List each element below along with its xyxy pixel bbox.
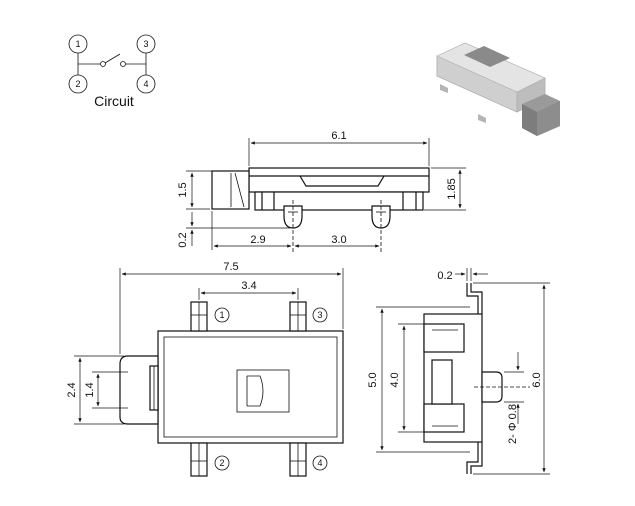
circuit-symbol: 1 2 3 4 Circuit [68, 34, 156, 109]
dim-end-thickness: 0.2 [437, 270, 452, 282]
dim-top-pin-pitch: 3.4 [241, 280, 256, 292]
dim-side-width: 6.1 [331, 130, 346, 142]
top-pin-2-label: 2 [219, 458, 224, 468]
product-photo [436, 42, 560, 136]
dim-side-pitch-left: 2.9 [250, 234, 265, 246]
switch-contact [104, 53, 121, 64]
top-window [236, 369, 290, 413]
dim-side-standoff: 0.2 [177, 232, 189, 247]
circuit-pin-1-label: 1 [75, 39, 80, 49]
dim-top-actuator-height: 2.4 [66, 382, 78, 397]
top-body [157, 330, 344, 444]
dim-top-width: 7.5 [223, 261, 238, 273]
circuit-label: Circuit [94, 93, 134, 109]
dim-end-inner-height: 4.0 [389, 372, 401, 387]
circuit-pin-3-label: 3 [143, 39, 148, 49]
dim-side-height: 1.5 [177, 182, 189, 197]
side-body [248, 167, 430, 193]
photo-actuator-slot [464, 46, 510, 67]
top-actuator [119, 355, 159, 425]
side-actuator [211, 170, 250, 210]
circuit-pin-4-label: 4 [143, 79, 148, 89]
top-pin-4-label: 4 [317, 458, 322, 468]
dim-side-pitch-right: 3.0 [331, 234, 346, 246]
dim-top-actuator-inner: 1.4 [84, 382, 96, 397]
top-pin-3-label: 3 [317, 310, 322, 320]
top-view: 1 2 3 4 7.5 3.4 2.4 1.4 [66, 261, 344, 477]
dim-end-body-height: 5.0 [367, 372, 379, 387]
top-pin-1-label: 1 [219, 310, 224, 320]
end-view: 0.2 5.0 4.0 6.0 2- Φ 0.8 [367, 268, 550, 475]
dim-end-total-height: 6.0 [531, 372, 543, 387]
side-view: 6.1 1.5 0.2 1.85 2.9 3.0 [177, 130, 466, 254]
circuit-pin-2-label: 2 [75, 79, 80, 89]
dim-end-post-diameter: 2- Φ 0.8 [507, 404, 519, 444]
dim-side-total-height: 1.85 [446, 178, 458, 199]
